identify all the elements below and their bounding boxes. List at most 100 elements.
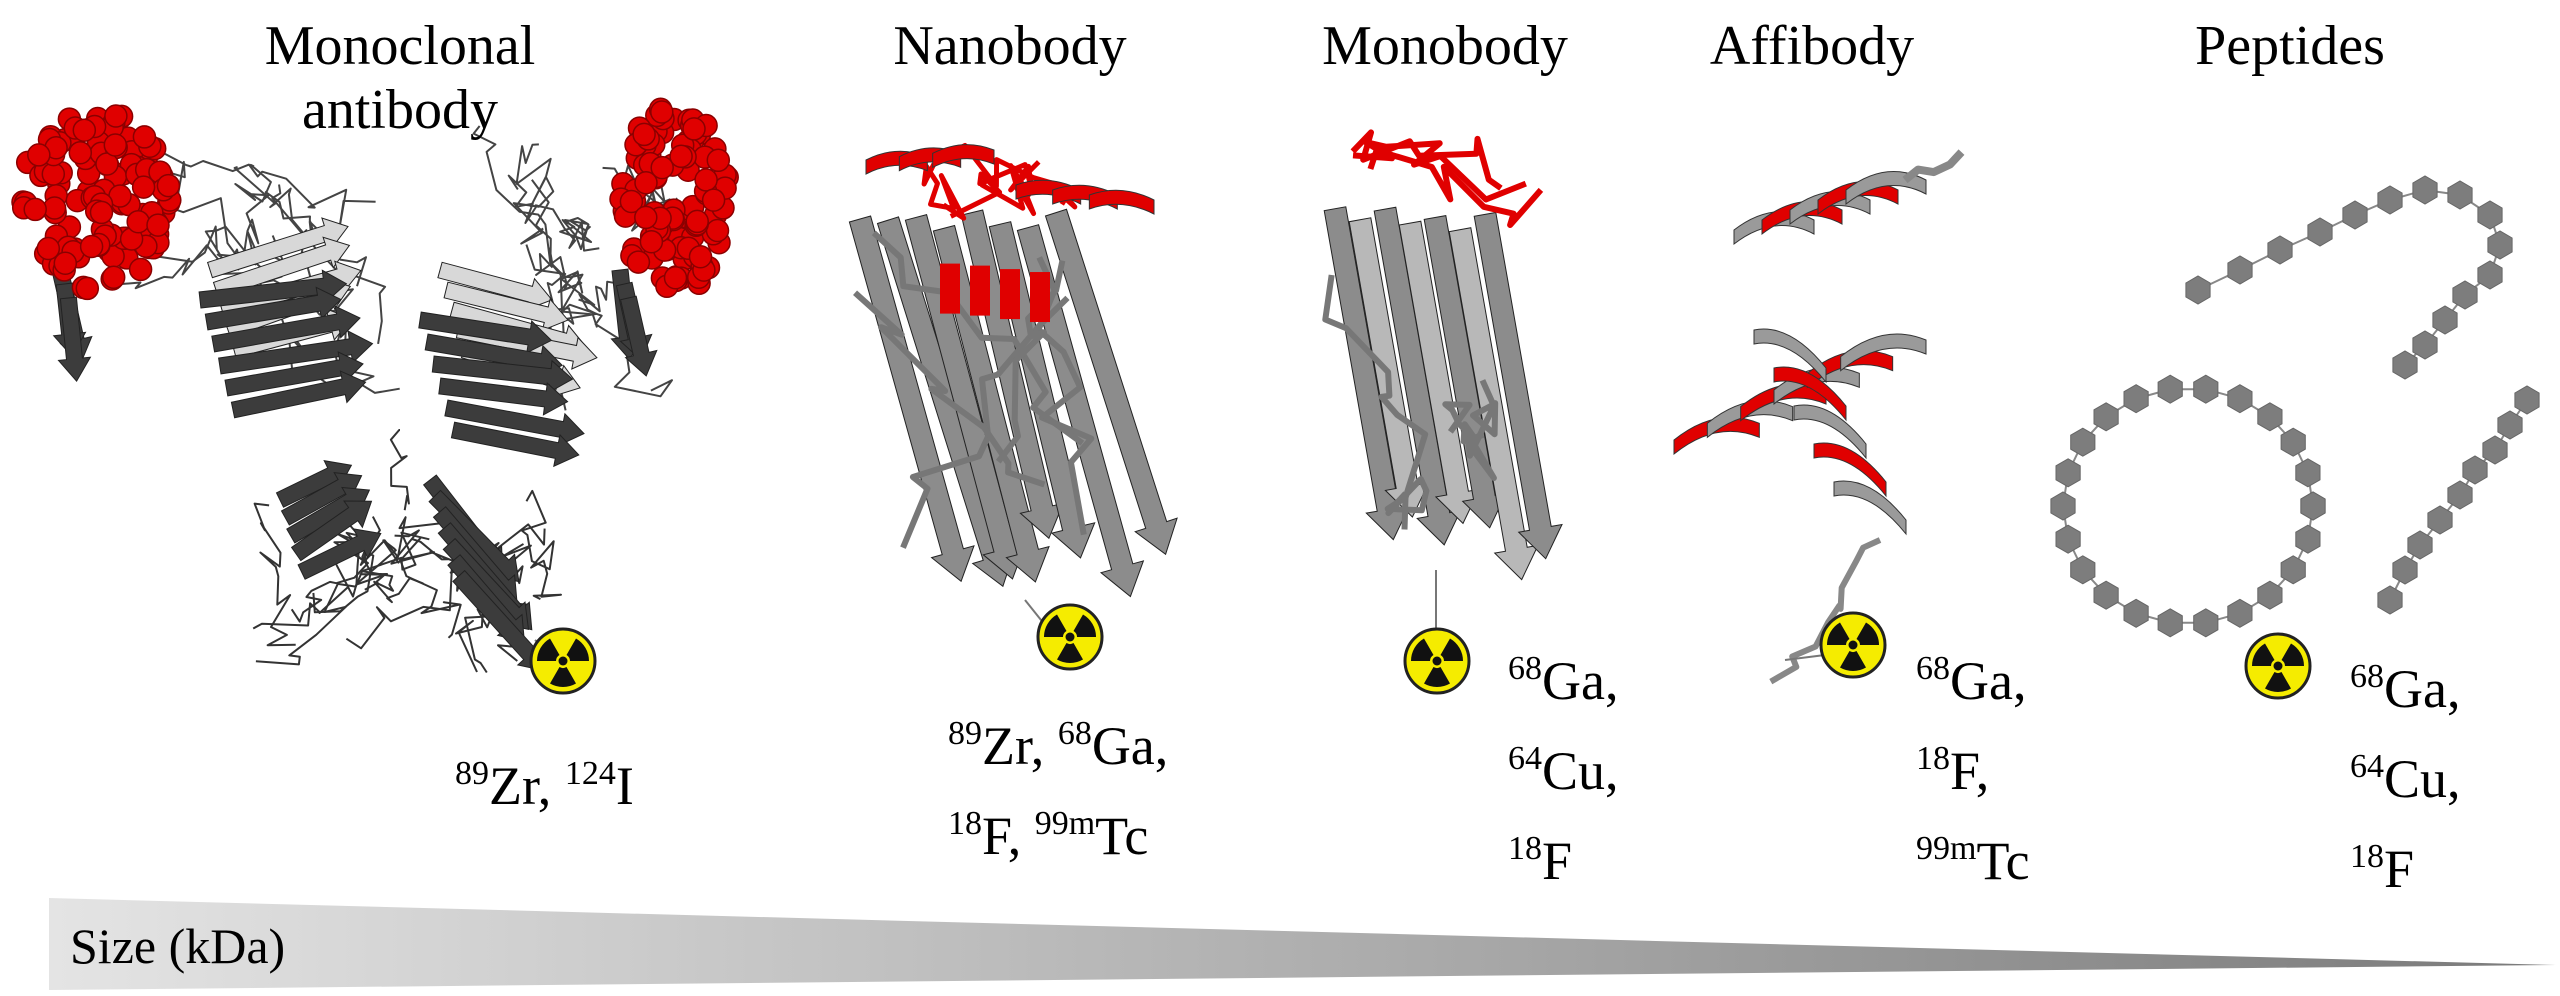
atom-sphere — [128, 257, 153, 282]
isotope-line: 18F, 99mTc — [948, 795, 1168, 885]
cdr-segment — [1000, 269, 1020, 320]
coil-loop — [525, 244, 673, 398]
amino-acid-hexagon — [2055, 458, 2081, 488]
element-symbol: F, — [1950, 741, 1990, 801]
atom-sphere — [104, 104, 128, 128]
beta-strand — [1323, 206, 1411, 541]
amino-acid-hexagon — [2477, 200, 2503, 230]
element-symbol: I — [615, 756, 634, 816]
atom-sphere — [23, 197, 47, 222]
beta-strand — [218, 330, 374, 375]
amino-acid-hexagon — [2377, 585, 2403, 615]
amino-acid-hexagon — [2123, 598, 2149, 628]
trefoil-blade — [2281, 643, 2305, 667]
trefoil-center — [2273, 661, 2283, 671]
helix-turn — [1793, 404, 1867, 460]
beta-strand — [230, 370, 367, 419]
isotope-line: 18F, — [1916, 730, 2030, 820]
coil-loop — [1322, 274, 1429, 502]
isotopes-affibody: 68Ga,18F,99mTc — [1916, 640, 2030, 910]
atom-sphere — [42, 196, 67, 220]
isotopes-peptides: 68Ga,64Cu,18F — [2350, 648, 2461, 918]
isotope-line: 18F — [1508, 820, 1619, 910]
cdr-segment — [970, 265, 990, 316]
helix-turn — [1773, 366, 1847, 422]
element-symbol: F — [1542, 831, 1573, 891]
coil-loop — [1464, 379, 1499, 481]
trefoil-blade — [1410, 638, 1434, 662]
atom-sphere — [36, 236, 61, 261]
atom-sphere — [132, 125, 157, 149]
helix-turn — [1840, 333, 1927, 372]
beta-strand — [57, 296, 92, 382]
cdr-segment — [1030, 272, 1050, 323]
amino-acid-hexagon — [2070, 555, 2096, 585]
trefoil-center — [558, 656, 568, 666]
atom-sphere — [626, 250, 651, 274]
amino-acid-hexagon — [2412, 330, 2438, 360]
beta-strand — [848, 215, 975, 583]
amino-acid-hexagon — [2257, 402, 2283, 432]
coil-loop — [389, 429, 410, 511]
coil-loop — [1367, 147, 1544, 228]
amino-acid-hexagon — [2307, 217, 2333, 247]
element-symbol: F — [2384, 839, 2415, 899]
atom-sphere — [619, 189, 644, 214]
atom-sphere — [146, 213, 170, 237]
coil-loop — [1442, 401, 1485, 445]
affibody-structure — [1673, 149, 1965, 685]
isotope-line: 89Zr, 124I — [455, 745, 634, 835]
isotope-line: 99mTc — [1916, 820, 2030, 910]
helix-turn — [1817, 181, 1899, 216]
mass-number: 68 — [1057, 715, 1092, 752]
coil-loop — [342, 542, 424, 604]
trefoil-center — [1432, 656, 1442, 666]
beta-strand — [204, 286, 342, 331]
isotope-line: 68Ga, — [1916, 640, 2030, 730]
isotopes-monoclonal-antibody: 89Zr, 124I — [455, 745, 634, 835]
coil-loop — [1902, 149, 1965, 184]
radioactive-trefoil-icon — [529, 627, 597, 695]
helix-turn — [932, 144, 995, 169]
size-axis-label: Size (kDa) — [70, 918, 286, 974]
amino-acid-hexagon — [2300, 491, 2326, 521]
element-symbol: Cu, — [2384, 749, 2461, 809]
coil-loop — [871, 230, 1085, 446]
trefoil-blade — [549, 667, 576, 687]
title-line: Monoclonal — [264, 15, 536, 77]
amino-acid-hexagon — [2227, 598, 2253, 628]
element-symbol: Tc — [1095, 806, 1149, 866]
beta-strand — [1044, 208, 1178, 556]
trefoil-blade — [1043, 614, 1067, 638]
amino-acid-hexagon — [2050, 491, 2076, 521]
element-symbol: F, — [982, 806, 1035, 866]
coil-loop — [255, 531, 430, 666]
element-symbol: Ga, — [1542, 651, 1619, 711]
helix-turn — [1833, 480, 1907, 536]
amino-acid-hexagon — [2227, 255, 2253, 285]
mass-number: 64 — [2350, 748, 2384, 785]
helix-turn — [1753, 328, 1827, 384]
coil-loop — [234, 163, 272, 256]
amino-acid-hexagon — [2157, 374, 2183, 404]
atom-sphere — [27, 143, 51, 167]
coil-loop — [559, 217, 593, 251]
mass-number: 68 — [2350, 658, 2384, 695]
atom-sphere — [75, 276, 100, 301]
mass-number: 68 — [1508, 650, 1542, 687]
beta-strand — [1473, 211, 1563, 560]
trefoil-blade — [1839, 651, 1866, 671]
atom-sphere — [639, 229, 664, 254]
amino-acid-hexagon — [2392, 350, 2418, 380]
mass-number: 124 — [564, 755, 616, 792]
beta-strand — [450, 421, 580, 468]
amino-acid-hexagon — [2257, 580, 2283, 610]
atom-sphere — [53, 251, 78, 275]
amino-acid-hexagon — [2462, 455, 2488, 485]
element-symbol: Zr, — [982, 716, 1058, 776]
monoclonal-antibody-structure — [11, 97, 739, 674]
atom-sphere — [89, 200, 114, 225]
size-gradient-wedge — [49, 898, 2556, 990]
amino-acid-hexagon — [2482, 435, 2508, 465]
atom-sphere — [131, 175, 156, 199]
